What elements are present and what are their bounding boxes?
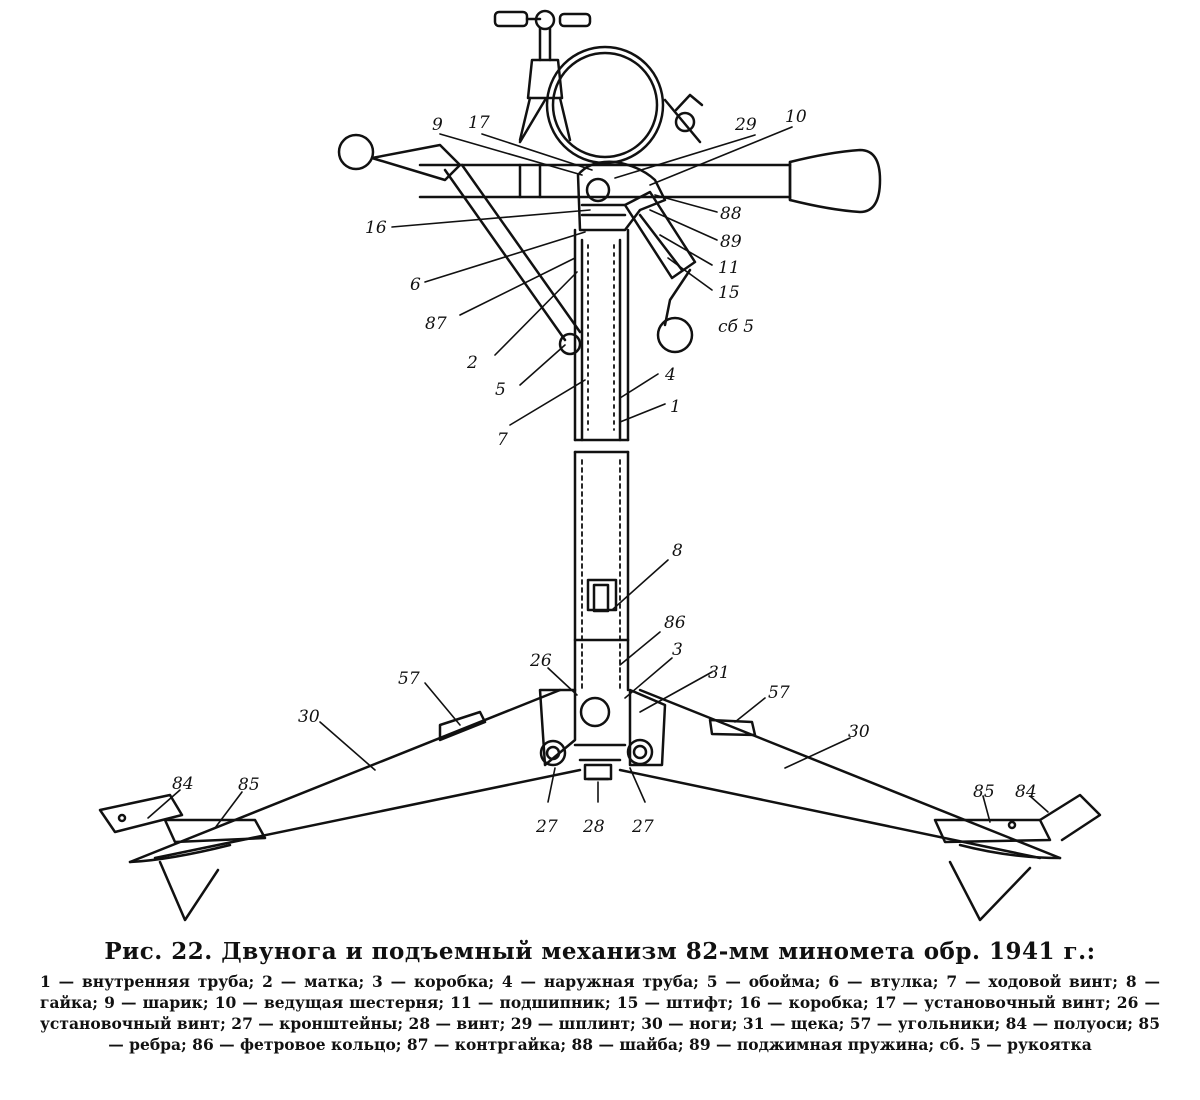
right-crank [623, 190, 697, 354]
callout-17: 17 [468, 113, 490, 133]
callout-30-left: 30 [298, 707, 320, 727]
callout-84-left: 84 [172, 774, 194, 794]
callout-57-right: 57 [768, 683, 790, 703]
right-leg [618, 688, 1102, 922]
callout-89: 89 [720, 232, 742, 252]
clamp-screw [493, 9, 592, 142]
callout-27-right: 27 [631, 817, 654, 837]
leader-lines [147, 126, 1049, 829]
callout-9: 9 [432, 115, 443, 135]
callout-2: 2 [466, 353, 478, 373]
left-crank-handle [337, 133, 582, 356]
callout-30-right: 30 [848, 722, 870, 742]
callout-15: 15 [718, 283, 740, 303]
caption-title: Рис. 22. Двунога и подъемный механизм 82… [104, 938, 1096, 965]
caption-legend: 1 — внутренняя труба; 2 — матка; 3 — кор… [40, 972, 1160, 1054]
callout-11: 11 [718, 258, 740, 278]
callout-86: 86 [664, 613, 686, 633]
figure-caption: Рис. 22. Двунога и подъемный механизм 82… [40, 938, 1160, 1055]
elevating-tube-upper [573, 228, 630, 442]
callout-57-left: 57 [398, 669, 420, 689]
callout-31: 31 [708, 663, 730, 683]
cross-bar [418, 148, 882, 214]
callout-3: 3 [672, 640, 683, 660]
callout-16: 16 [365, 218, 387, 238]
callout-87: 87 [425, 314, 447, 334]
mortar-bipod-drawing: 9 17 29 10 88 16 89 6 11 15 87 сб 5 2 5 … [98, 9, 1102, 922]
elevating-tube-lower [573, 450, 630, 692]
barrel-clamp [518, 45, 704, 165]
hinge-knuckle [538, 688, 667, 781]
callout-5: 5 [495, 380, 506, 400]
callout-6: 6 [410, 275, 421, 295]
callout-88: 88 [720, 204, 742, 224]
callout-85-right: 85 [973, 782, 995, 802]
callout-29: 29 [734, 115, 757, 135]
callout-26: 26 [529, 651, 552, 671]
callout-27-left: 27 [535, 817, 558, 837]
left-leg [98, 688, 582, 922]
callout-7: 7 [497, 430, 508, 450]
callout-84-right: 84 [1015, 782, 1037, 802]
callout-labels: 9 17 29 10 88 16 89 6 11 15 87 сб 5 2 5 … [172, 107, 1037, 837]
callout-8: 8 [672, 541, 683, 561]
callout-10: 10 [785, 107, 807, 127]
callout-sb5: сб 5 [718, 317, 754, 337]
callout-85-left: 85 [238, 775, 260, 795]
callout-4: 4 [664, 365, 676, 385]
callout-28: 28 [582, 817, 605, 837]
callout-1: 1 [670, 397, 681, 417]
